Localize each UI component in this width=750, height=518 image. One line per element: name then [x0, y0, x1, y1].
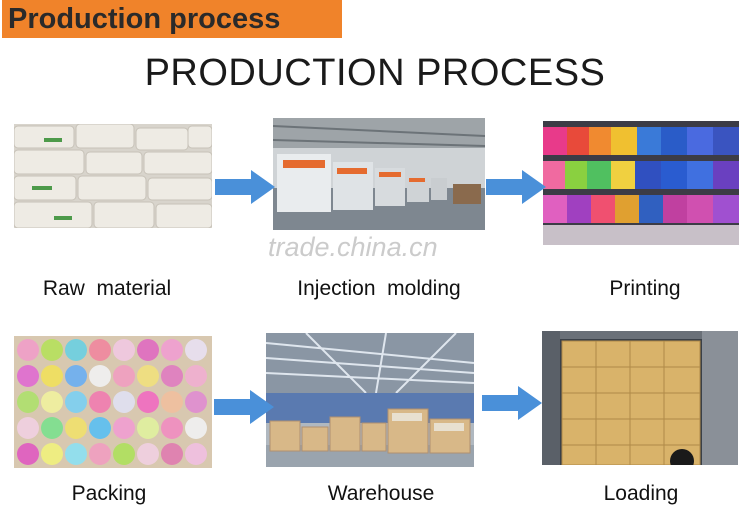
arrow-right-icon [215, 170, 275, 204]
packing-photo [14, 336, 212, 468]
warehouse-photo [266, 333, 474, 467]
printing-photo [543, 121, 739, 245]
raw-material-photo [14, 124, 212, 228]
step-label-packing: Packing [71, 482, 147, 505]
step-label-loading: Loading [603, 482, 679, 505]
step-label-warehouse: Warehouse [327, 482, 435, 505]
arrow-right-icon [486, 170, 546, 204]
arrow-right-icon [482, 386, 542, 420]
step-label-printing: Printing [609, 277, 681, 300]
injection-molding-photo [273, 118, 485, 230]
arrow-right-icon [214, 390, 274, 424]
section-banner: Production process [2, 0, 342, 38]
watermark: trade.china.cn [268, 232, 438, 262]
step-label-raw-material: Raw material [42, 277, 172, 300]
step-label-injection-molding: Injection molding [297, 277, 461, 300]
loading-photo [542, 331, 738, 465]
page-title: PRODUCTION PROCESS [144, 52, 606, 94]
